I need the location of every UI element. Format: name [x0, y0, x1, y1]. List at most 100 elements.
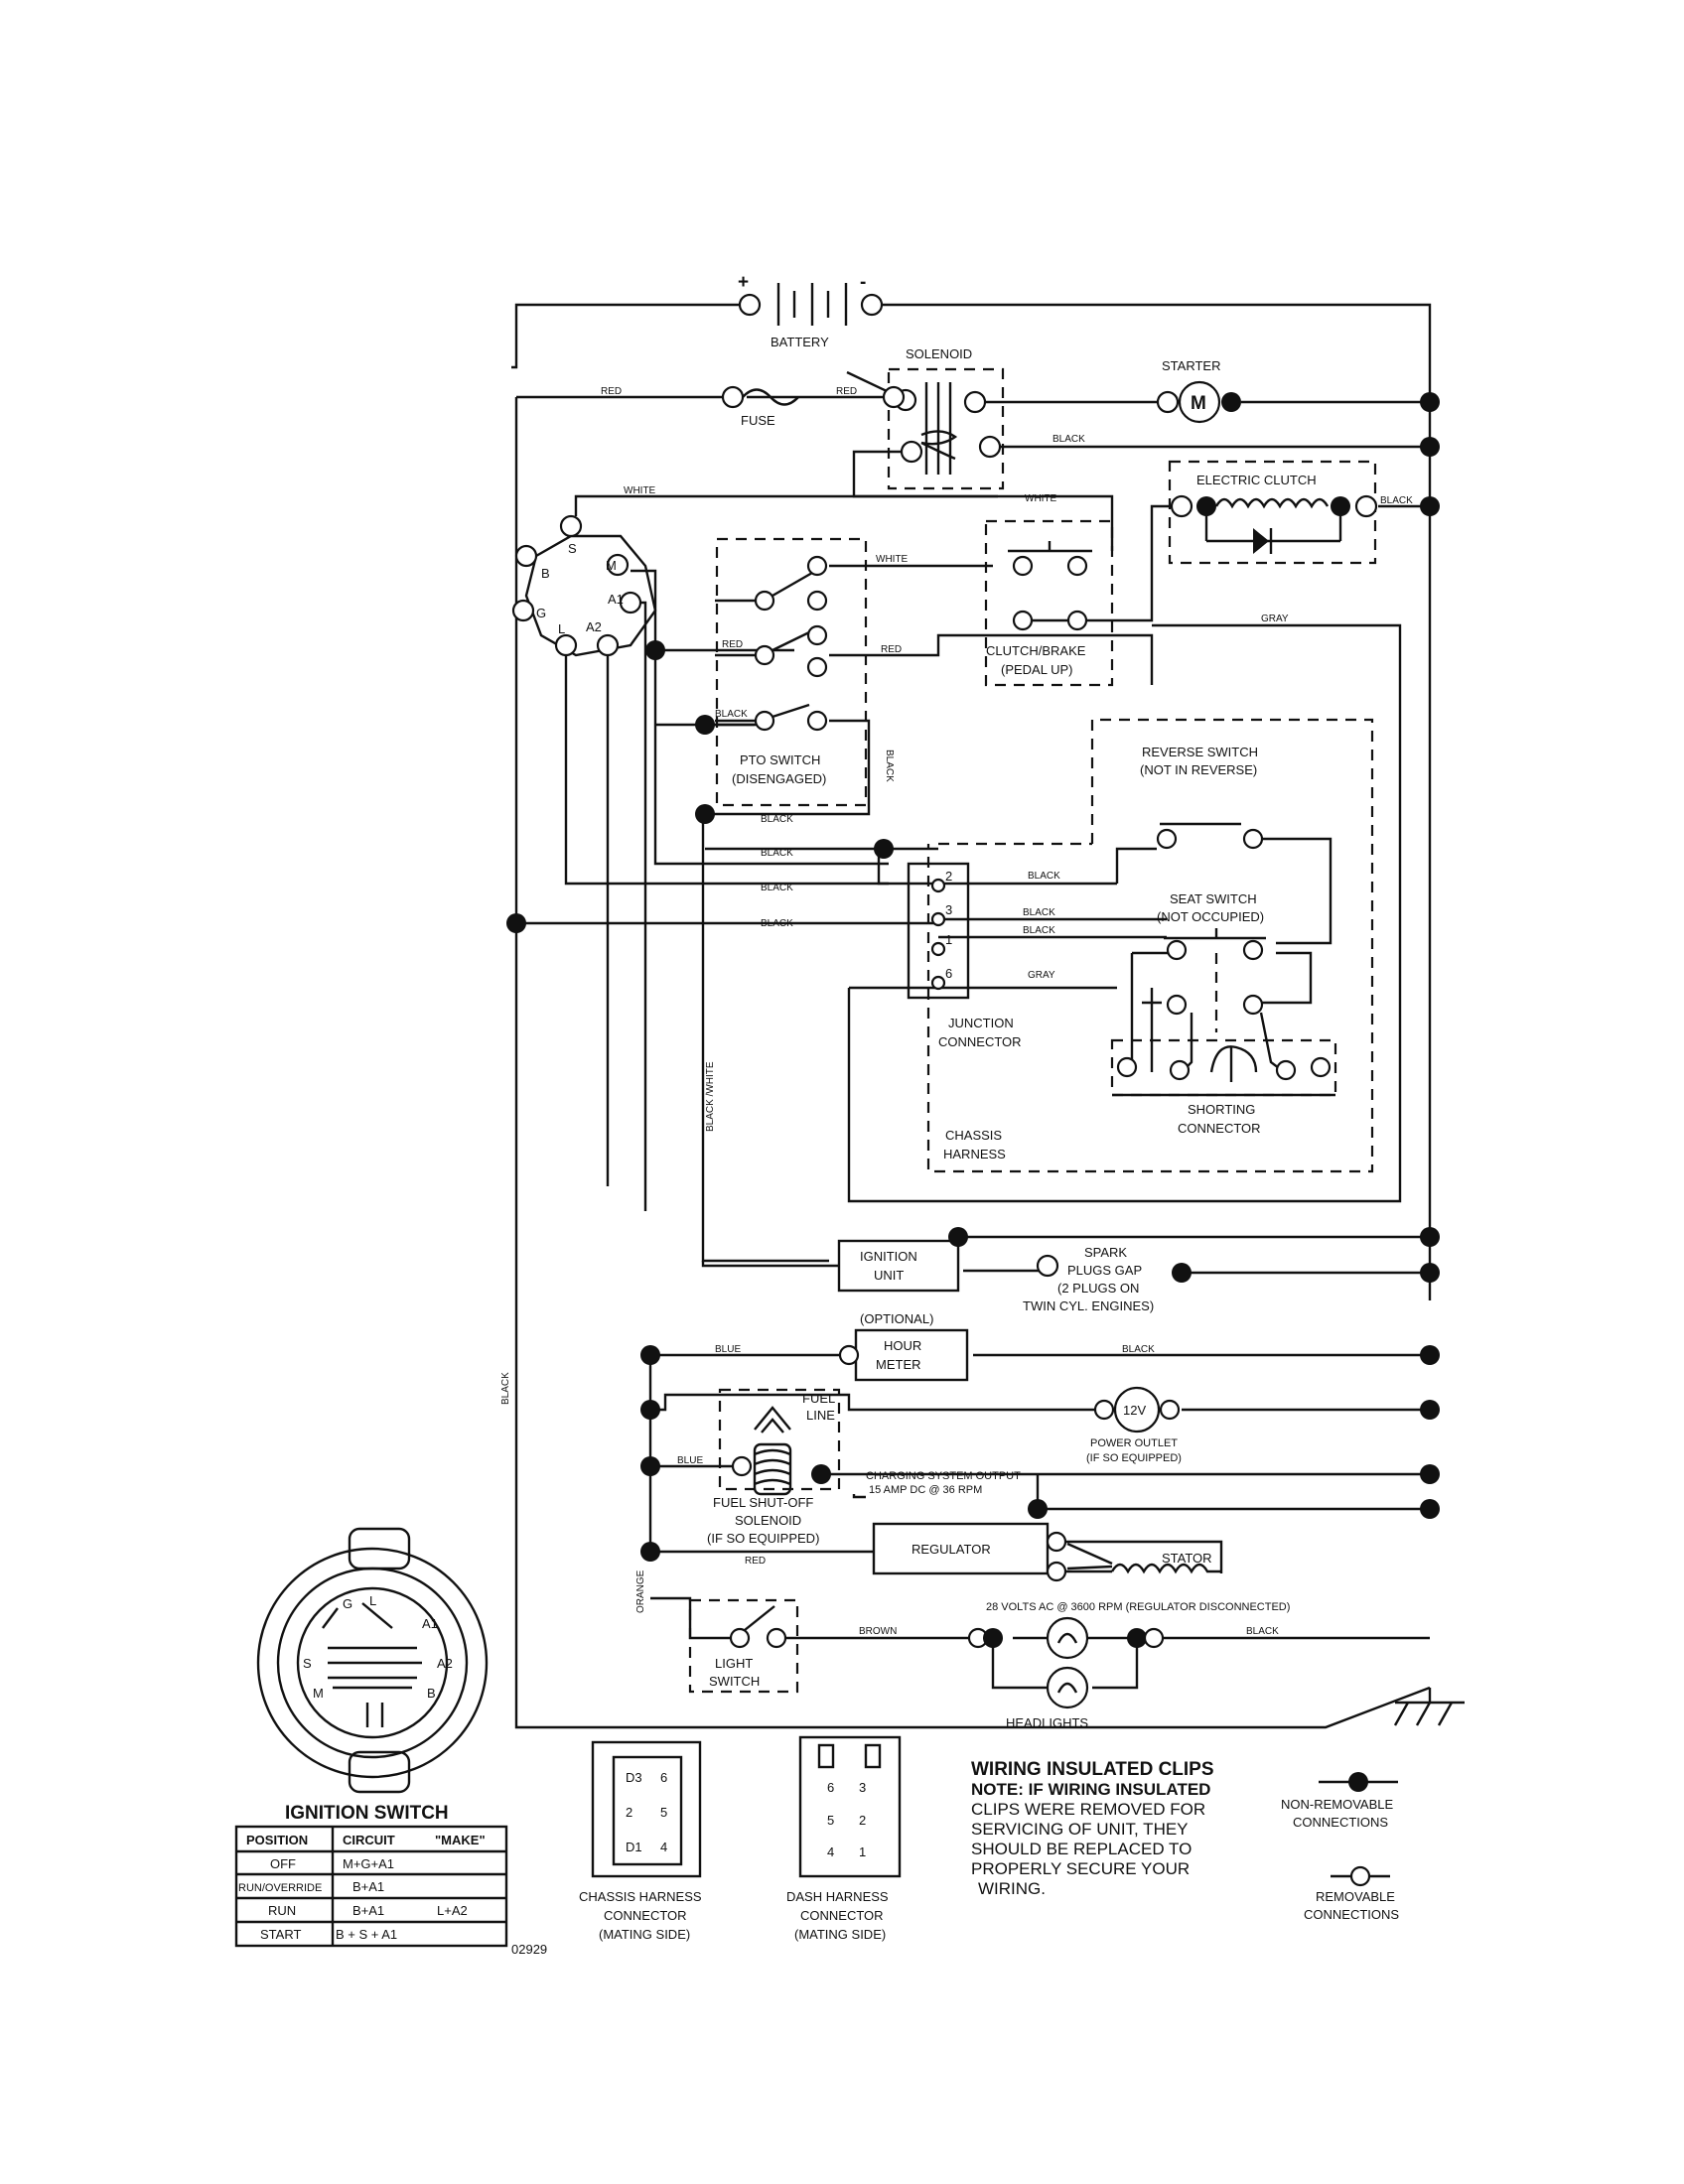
- junction-line2: CONNECTOR: [938, 1034, 1022, 1049]
- charging-line2: 15 AMP DC @ 36 RPM: [869, 1484, 982, 1496]
- wire-black-6: BLACK: [761, 883, 793, 893]
- solenoid: SOLENOID: [894, 346, 1002, 475]
- junction-pin-2: 2: [945, 869, 952, 884]
- chassis-connector-line2: CONNECTOR: [604, 1908, 687, 1923]
- headlights-label: HEADLIGHTS: [1006, 1715, 1088, 1730]
- wire-labels: RED RED BLACK BLACK WHITE WHITE WHITE GR…: [500, 386, 1413, 1637]
- ign-terminal-a2: A2: [586, 619, 602, 634]
- wire-black-8: BLACK: [1028, 871, 1060, 882]
- wire-red-2: RED: [836, 386, 857, 397]
- wire-gray-2: GRAY: [1028, 970, 1055, 981]
- ignition-unit-line2: UNIT: [874, 1268, 904, 1283]
- note-line: SHOULD BE REPLACED TO: [971, 1840, 1192, 1858]
- chassis-connector-line3: (MATING SIDE): [599, 1927, 690, 1942]
- ignition-unit: IGNITION UNIT SPARK PLUGS GAP (2 PLUGS O…: [837, 1227, 1192, 1313]
- ign-face-a2: A2: [437, 1656, 453, 1671]
- dash-connector-line1: DASH HARNESS: [786, 1889, 889, 1904]
- table-row-circuit: B+A1: [352, 1903, 384, 1918]
- ignition-unit-line1: IGNITION: [860, 1249, 917, 1264]
- table-row-circuit: M+G+A1: [343, 1856, 394, 1871]
- table-row-position: RUN/OVERRIDE: [238, 1882, 322, 1894]
- wire-black-vertical: BLACK: [884, 750, 895, 782]
- stator-note: 28 VOLTS AC @ 3600 RPM (REGULATOR DISCON…: [986, 1601, 1290, 1613]
- fuse-label: FUSE: [741, 413, 775, 428]
- fuel-line-line1: FUEL: [802, 1391, 835, 1406]
- hour-meter-line1: HOUR: [884, 1338, 921, 1353]
- power-outlet-line2: (IF SO EQUIPPED): [1086, 1452, 1182, 1464]
- chassis-pin: 2: [626, 1805, 632, 1820]
- headlights: HEADLIGHTS: [967, 1616, 1165, 1730]
- battery-minus: -: [860, 272, 866, 293]
- fuel-solenoid: FUEL LINE FUEL SHUT-OFF SOLENOID (IF SO …: [707, 1391, 835, 1546]
- fuel-solenoid-line2: SOLENOID: [735, 1513, 801, 1528]
- electric-clutch-label: ELECTRIC CLUTCH: [1196, 473, 1317, 487]
- wire-blue-2: BLUE: [677, 1455, 703, 1466]
- dash-pin: 2: [859, 1813, 866, 1828]
- junction-line1: JUNCTION: [948, 1016, 1014, 1030]
- wire-black-10: BLACK: [1023, 925, 1055, 936]
- table-row-circuit: B+A1: [352, 1879, 384, 1894]
- wire-black-12: BLACK: [1246, 1626, 1279, 1637]
- chassis-harness-line1: CHASSIS: [945, 1128, 1002, 1143]
- chassis-pin: 5: [660, 1805, 667, 1820]
- regulator: CHARGING SYSTEM OUTPUT 15 AMP DC @ 36 RP…: [852, 1470, 1290, 1613]
- solenoid-label: SOLENOID: [906, 346, 972, 361]
- legend-removable-1: REMOVABLE: [1316, 1889, 1395, 1904]
- battery-plus: +: [738, 272, 749, 293]
- clutch-brake-line2: (PEDAL UP): [1001, 662, 1072, 677]
- fuel-solenoid-line3: (IF SO EQUIPPED): [707, 1531, 819, 1546]
- chassis-harness-line2: HARNESS: [943, 1147, 1006, 1161]
- diagram-code: 02929: [511, 1942, 547, 1957]
- dash-pin: 5: [827, 1813, 834, 1828]
- junction-pin-6: 6: [945, 966, 952, 981]
- junction-connector: 2 3 1 6 JUNCTION CONNECTOR CHASSIS HARNE…: [907, 862, 1022, 1161]
- wire-black-11: BLACK: [1122, 1344, 1155, 1355]
- dash-pin: 1: [859, 1844, 866, 1859]
- wire-black-4: BLACK: [761, 814, 793, 825]
- wire-gray-1: GRAY: [1261, 614, 1289, 624]
- table-row-position: START: [260, 1927, 301, 1942]
- fuel-solenoid-line1: FUEL SHUT-OFF: [713, 1495, 813, 1510]
- table-row-circuit: B + S + A1: [336, 1927, 397, 1942]
- wire-white-2: WHITE: [1025, 493, 1057, 504]
- ign-terminal-a1: A1: [608, 592, 624, 607]
- shorting-line2: CONNECTOR: [1178, 1121, 1261, 1136]
- power-outlet-symbol: 12V: [1123, 1403, 1146, 1418]
- spark-line3: (2 PLUGS ON: [1057, 1281, 1139, 1296]
- pto-switch-line2: (DISENGAGED): [732, 771, 826, 786]
- chassis-harness-connector: D3 6 2 5 D1 4 CHASSIS HARNESS CONNECTOR …: [579, 1740, 702, 1942]
- seat-switch-line1: SEAT SWITCH: [1170, 891, 1257, 906]
- reverse-switch: REVERSE SWITCH (NOT IN REVERSE): [1140, 745, 1264, 850]
- hour-meter: (OPTIONAL) HOUR METER: [838, 1311, 969, 1382]
- wire-red-1: RED: [601, 386, 622, 397]
- wire-red-3: RED: [722, 639, 743, 650]
- junction-pin-1: 1: [945, 932, 952, 947]
- table-header-circuit: CIRCUIT: [343, 1833, 395, 1847]
- starter: M STARTER: [1156, 358, 1241, 424]
- note-line: WIRING.: [978, 1879, 1046, 1898]
- ign-face-a1: A1: [422, 1616, 438, 1631]
- ign-face-b: B: [427, 1686, 436, 1701]
- pto-switch-line1: PTO SWITCH: [740, 752, 820, 767]
- wire-brown: BROWN: [859, 1626, 897, 1637]
- shorting-connector: SHORTING CONNECTOR: [1112, 1045, 1335, 1136]
- wire-black-3: BLACK: [715, 709, 748, 720]
- spark-line1: SPARK: [1084, 1245, 1127, 1260]
- wires: [511, 303, 1465, 1729]
- wire-orange: ORANGE: [635, 1570, 646, 1613]
- legend-nonremovable-1: NON-REMOVABLE: [1281, 1797, 1393, 1812]
- chassis-pin: 4: [660, 1840, 667, 1854]
- note-line: NOTE: IF WIRING INSULATED: [971, 1780, 1210, 1799]
- fuel-line-line2: LINE: [806, 1408, 835, 1423]
- wire-black-1: BLACK: [1052, 434, 1085, 445]
- light-switch: LIGHT SWITCH: [709, 1605, 787, 1689]
- dash-connector-line2: CONNECTOR: [800, 1908, 884, 1923]
- note-line: CLIPS WERE REMOVED FOR: [971, 1800, 1205, 1819]
- ignition-switch-face: G L A1 A2 S M B IGNITION SWITCH: [256, 1527, 489, 1824]
- table-header-position: POSITION: [246, 1833, 308, 1847]
- wire-black-left: BLACK: [500, 1372, 511, 1405]
- spark-line2: PLUGS GAP: [1067, 1263, 1142, 1278]
- wire-black-7: BLACK: [761, 918, 793, 929]
- starter-motor-symbol: M: [1191, 393, 1206, 414]
